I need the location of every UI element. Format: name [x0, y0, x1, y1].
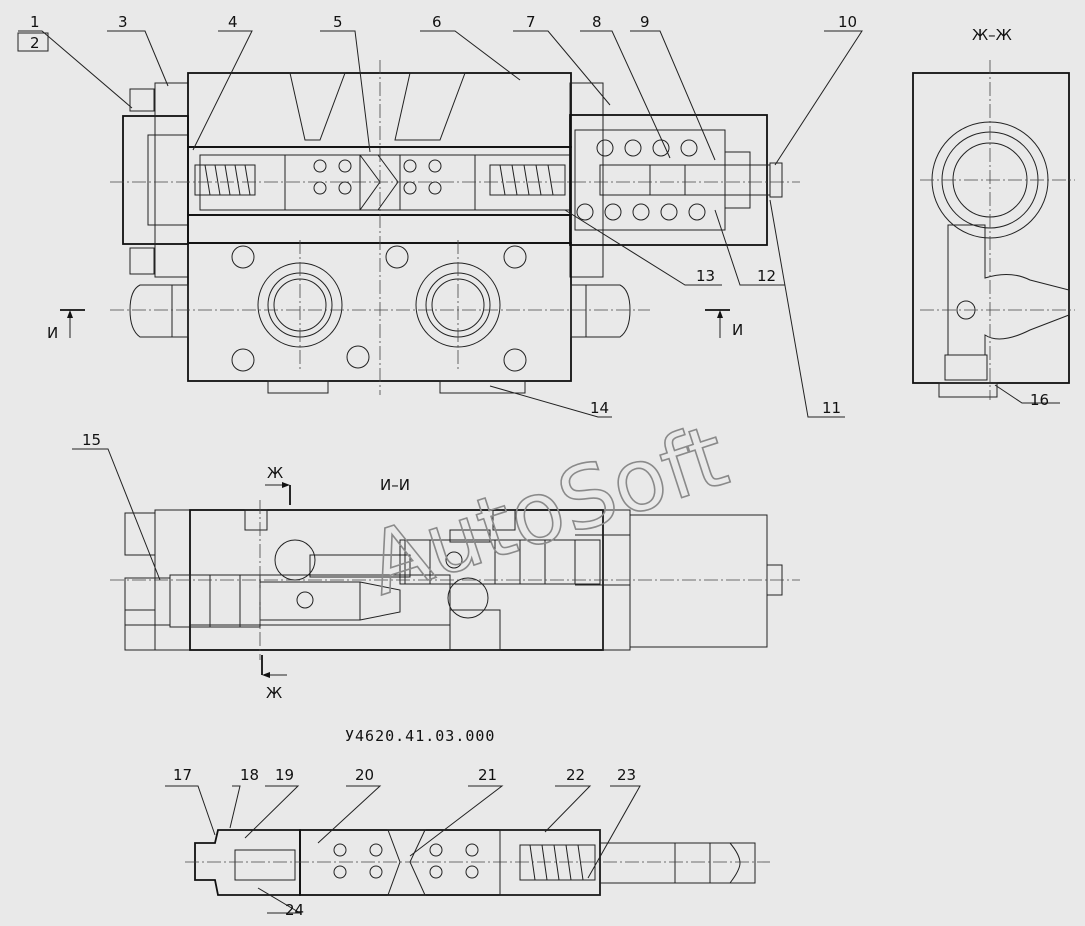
section-i-view: И–И — [110, 464, 800, 702]
callout-18: 18 — [240, 766, 259, 784]
cut-label-zh-bottom: Ж — [266, 684, 282, 702]
callout-19: 19 — [275, 766, 294, 784]
cut-label-i-right: И — [732, 321, 743, 339]
callout-3: 3 — [118, 13, 128, 31]
cut-label-zh-top: Ж — [267, 464, 283, 482]
callout-2: 2 — [30, 34, 40, 52]
section-zh-title: Ж–Ж — [972, 26, 1012, 44]
callout-6: 6 — [432, 13, 442, 31]
callout-7: 7 — [526, 13, 536, 31]
callout-16: 16 — [1030, 391, 1049, 409]
callout-9: 9 — [640, 13, 650, 31]
main-view: И И — [47, 60, 800, 395]
callout-11: 11 — [822, 399, 841, 417]
callout-12: 12 — [757, 267, 776, 285]
callout-1: 1 — [30, 13, 40, 31]
callout-8: 8 — [592, 13, 602, 31]
leader-lines — [18, 30, 1060, 914]
callout-17: 17 — [173, 766, 192, 784]
callout-15: 15 — [82, 431, 101, 449]
callouts: 1 2 3 4 5 6 7 8 9 10 11 12 13 14 15 16 1… — [17, 13, 1049, 919]
callout-21: 21 — [478, 766, 497, 784]
callout-13: 13 — [696, 267, 715, 285]
spool-assembly-view — [185, 829, 770, 896]
callout-22: 22 — [566, 766, 585, 784]
callout-23: 23 — [617, 766, 636, 784]
callout-4: 4 — [228, 13, 238, 31]
section-zh-view: Ж–Ж — [912, 26, 1075, 400]
callout-24: 24 — [285, 901, 304, 919]
callout-14: 14 — [590, 399, 609, 417]
section-i-title: И–И — [380, 476, 410, 494]
callout-10: 10 — [838, 13, 857, 31]
cut-label-i-left: И — [47, 324, 58, 342]
callout-5: 5 — [333, 13, 343, 31]
drawing-number: У4620.41.03.000 — [345, 727, 495, 745]
callout-20: 20 — [355, 766, 374, 784]
